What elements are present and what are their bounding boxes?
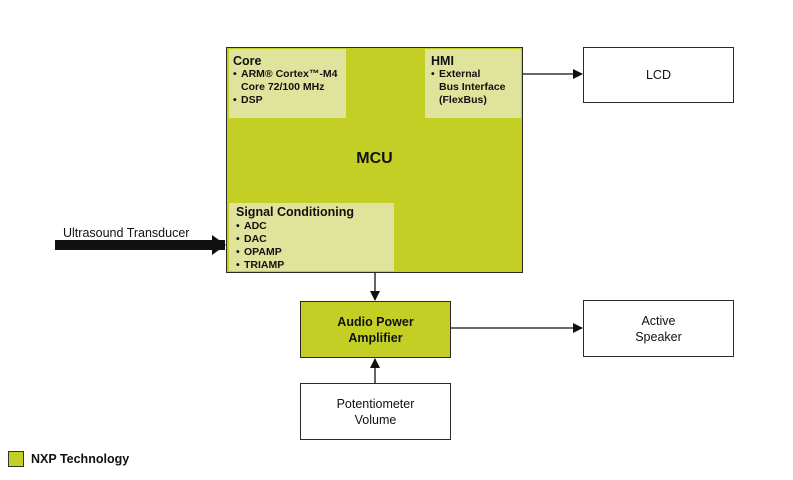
- hmi-subblock: HMI •External Bus Interface (FlexBus): [425, 49, 521, 118]
- signal-conditioning-list: •ADC •DAC •OPAMP •TRIAMP: [236, 220, 284, 272]
- core-subblock: Core •ARM® Cortex™-M4 Core 72/100 MHz •D…: [229, 49, 346, 118]
- ultrasound-transducer-label: Ultrasound Transducer: [63, 226, 190, 240]
- audio-amplifier-block: Audio Power Amplifier: [300, 301, 451, 358]
- core-list: •ARM® Cortex™-M4 Core 72/100 MHz •DSP: [233, 68, 337, 107]
- signal-conditioning-title: Signal Conditioning: [236, 205, 355, 219]
- core-title: Core: [233, 54, 262, 68]
- legend-label: NXP Technology: [31, 452, 130, 466]
- core-item: Core 72/100 MHz: [241, 81, 325, 93]
- core-item: •DSP: [233, 94, 263, 106]
- core-item: •ARM® Cortex™-M4: [233, 68, 338, 80]
- potentiometer-block: Potentiometer Volume: [300, 383, 451, 440]
- hmi-item: (FlexBus): [439, 94, 487, 106]
- signal-item: •ADC: [236, 220, 267, 232]
- signal-item: •TRIAMP: [236, 259, 285, 271]
- hmi-list: •External Bus Interface (FlexBus): [431, 68, 506, 107]
- amplifier-label: Audio Power Amplifier: [337, 314, 414, 345]
- active-speaker-block: Active Speaker: [583, 300, 734, 357]
- legend-swatch: [8, 451, 24, 467]
- hmi-title: HMI: [431, 54, 454, 68]
- signal-conditioning-subblock: Signal Conditioning •ADC •DAC •OPAMP •TR…: [229, 203, 394, 271]
- signal-item: •OPAMP: [236, 246, 282, 258]
- potentiometer-label: Potentiometer Volume: [336, 396, 415, 427]
- hmi-item: •External: [431, 68, 481, 80]
- lcd-label: LCD: [645, 68, 671, 82]
- speaker-label: Active Speaker: [635, 313, 682, 344]
- mcu-label: MCU: [356, 150, 393, 167]
- lcd-block: LCD: [583, 47, 734, 103]
- signal-item: •DAC: [236, 233, 267, 245]
- hmi-item: Bus Interface: [439, 81, 506, 93]
